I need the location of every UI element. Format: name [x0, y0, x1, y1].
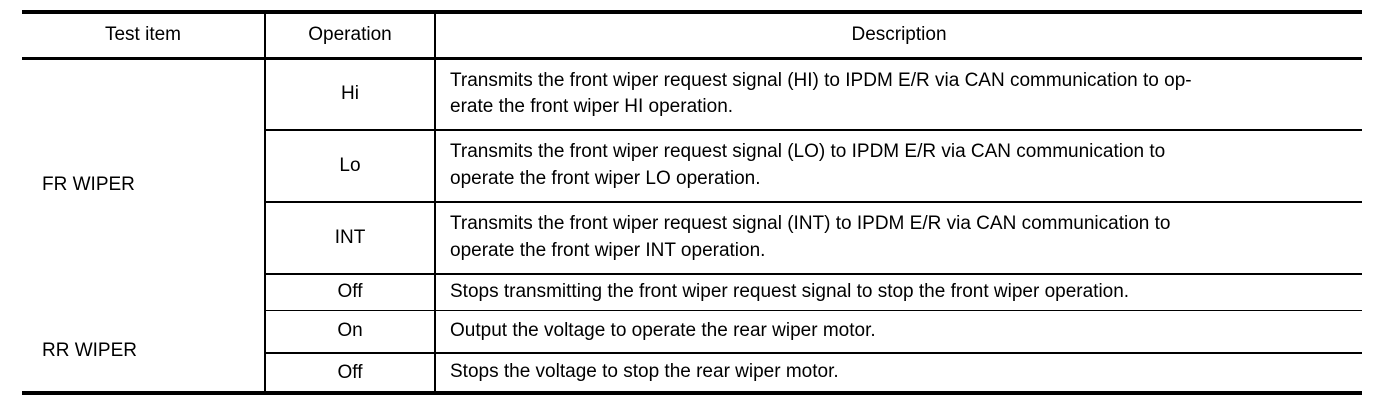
- header-row: Test item Operation Description: [22, 12, 1362, 60]
- description-cell: Stops the voltage to stop the rear wiper…: [434, 353, 1362, 393]
- operation-cell: Lo: [264, 130, 435, 203]
- operation-cell: Hi: [264, 58, 435, 131]
- operation-cell: INT: [264, 202, 435, 275]
- test-item-cell-rr-wiper: RR WIPER: [42, 339, 137, 361]
- wiper-test-table: Test item Operation Description FR WIPER…: [22, 10, 1362, 395]
- table-row-rr-on: RR WIPER On Output the voltage to operat…: [22, 310, 1362, 361]
- table-row-fr-off: Off Stops transmitting the front wiper r…: [22, 274, 1362, 311]
- column-header-description: Description: [434, 12, 1362, 60]
- description-cell: Stops transmitting the front wiper reque…: [434, 274, 1362, 311]
- description-cell: Output the voltage to operate the rear w…: [434, 310, 1362, 354]
- table-row-fr-hi: FR WIPER Hi Transmits the front wiper re…: [22, 58, 1362, 195]
- operation-cell: Off: [264, 274, 435, 311]
- table-row-fr-lo: Lo Transmits the front wiper request sig…: [22, 130, 1362, 203]
- description-cell: Transmits the front wiper request signal…: [434, 202, 1362, 275]
- table-row-rr-off: Off Stops the voltage to stop the rear w…: [22, 353, 1362, 393]
- operation-cell: Off: [264, 353, 435, 393]
- column-header-test-item: Test item: [22, 12, 265, 60]
- operation-cell: On: [264, 310, 435, 354]
- description-cell: Transmits the front wiper request signal…: [434, 58, 1362, 131]
- test-item-cell-fr-wiper: FR WIPER: [42, 173, 135, 195]
- column-header-operation: Operation: [264, 12, 435, 60]
- description-cell: Transmits the front wiper request signal…: [434, 130, 1362, 203]
- table-row-fr-int: INT Transmits the front wiper request si…: [22, 202, 1362, 275]
